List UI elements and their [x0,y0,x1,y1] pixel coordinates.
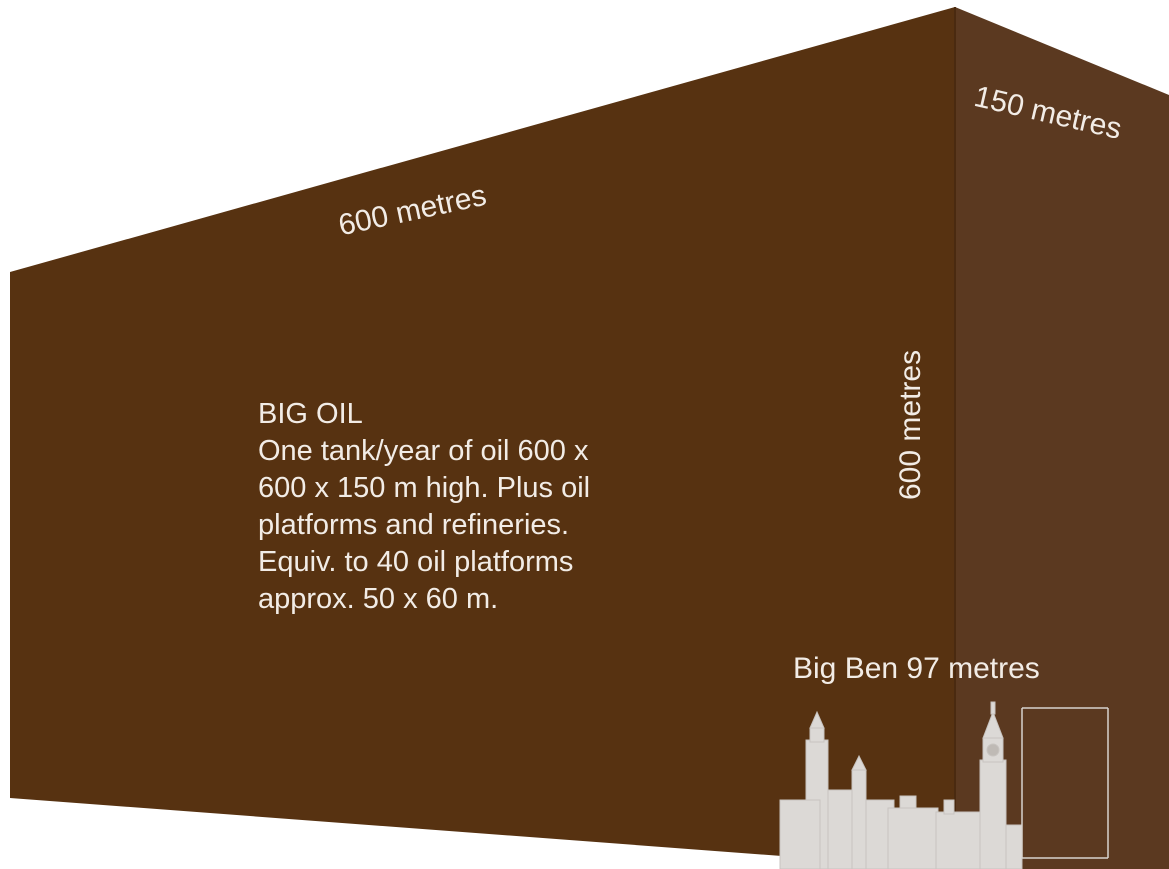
description-line: Equiv. to 40 oil platforms [258,546,574,578]
height-label: 600 metres [894,349,927,500]
description-heading: BIG OIL [258,398,363,430]
big-ben-caption: Big Ben 97 metres [793,652,1040,685]
tank-side-face [955,7,1169,869]
big-oil-description: BIG OIL One tank/year of oil 600 x 600 x… [258,396,728,618]
big-ben-height-marker [1021,707,1109,859]
description-line: approx. 50 x 60 m. [258,583,499,615]
description-line: 600 x 150 m high. Plus oil [258,472,591,504]
tank-front-face [10,7,955,869]
description-line: platforms and refineries. [258,509,570,541]
description-line: One tank/year of oil 600 x [258,435,589,467]
big-ben-skyline-icon [779,701,1023,869]
